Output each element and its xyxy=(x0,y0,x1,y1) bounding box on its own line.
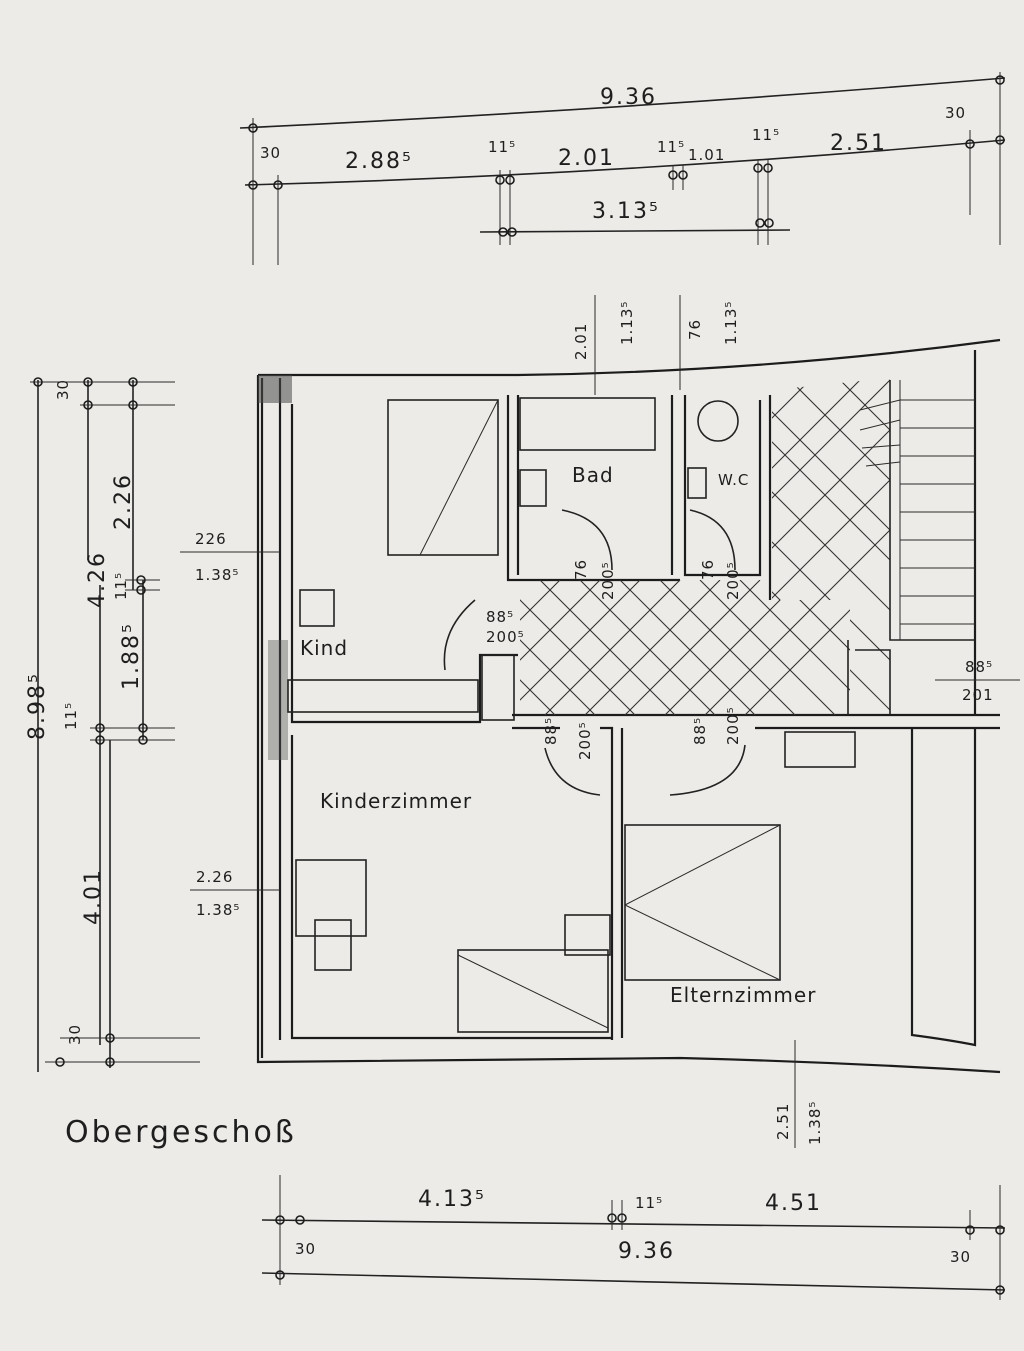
building-walls xyxy=(256,338,1001,1074)
bottom-segment-1-dimension: 4.13⁵ xyxy=(418,1187,486,1212)
kind-window-height: 1.38⁵ xyxy=(195,566,239,584)
door-bad-width: 76 xyxy=(572,559,590,580)
floor-title: Obergeschoß xyxy=(65,1115,297,1150)
room-label-bad: Bad xyxy=(572,463,614,487)
stair-window-width: 88⁵ xyxy=(965,658,993,676)
left-upper-a-dimension: 2.26 xyxy=(111,473,136,530)
room-label-wc: W.C xyxy=(718,471,749,489)
left-total-dimension: 8.98⁵ xyxy=(25,672,50,740)
bottom-right-end-dimension: 30 xyxy=(950,1248,971,1266)
door-elternzimmer-width: 88⁵ xyxy=(691,717,709,745)
top-total-dimension: 9.36 xyxy=(600,85,657,110)
bottom-total-dimension: 9.36 xyxy=(618,1239,675,1264)
bad-window-height: 1.13⁵ xyxy=(618,301,636,345)
wc-window-width: 76 xyxy=(686,319,704,340)
top-segment-4-dimension: 2.51 xyxy=(830,131,887,156)
bad-window-width: 2.01 xyxy=(572,323,590,360)
elternzimmer-window-width: 2.51 xyxy=(774,1103,792,1140)
left-lower-dimension: 4.01 xyxy=(81,868,106,925)
door-kinderzimmer-height: 200⁵ xyxy=(576,721,594,760)
door-bad-height: 200⁵ xyxy=(599,561,617,600)
top-right-end-dimension: 30 xyxy=(945,104,966,122)
bottom-left-end-dimension: 30 xyxy=(295,1240,316,1258)
room-label-kind: Kind xyxy=(300,636,348,660)
door-swings xyxy=(443,509,746,796)
stair-window-height: 201 xyxy=(962,686,994,704)
top-sub-dimension: 3.13⁵ xyxy=(592,199,660,224)
staircase xyxy=(847,380,975,715)
door-elternzimmer-height: 200⁵ xyxy=(724,706,742,745)
door-wc-height: 200⁵ xyxy=(724,561,742,600)
wc-window-height: 1.13⁵ xyxy=(722,301,740,345)
top-wall-1-dimension: 11⁵ xyxy=(488,138,516,156)
door-kind-width: 88⁵ xyxy=(486,608,514,626)
opening-labels: 2.01 1.13⁵ 76 1.13⁵ 226 1.38⁵ 2.26 1.38⁵… xyxy=(180,295,1020,1148)
room-label-kinderzimmer: Kinderzimmer xyxy=(320,789,472,813)
door-kind-height: 200⁵ xyxy=(486,628,525,646)
left-bottom-end-dimension: 30 xyxy=(66,1024,84,1045)
bottom-dimension-chains: 4.13⁵ 11⁵ 4.51 9.36 30 30 xyxy=(261,1175,1006,1300)
door-kinderzimmer-width: 88⁵ xyxy=(542,717,560,745)
top-segment-2-dimension: 2.01 xyxy=(558,146,615,171)
kinderzimmer-window-width: 2.26 xyxy=(196,868,233,886)
left-upper-dimension: 4.26 xyxy=(85,551,110,608)
top-dimension-chains: 9.36 30 30 2.88⁵ 11⁵ 2.01 11⁵ 1.01 11⁵ 2… xyxy=(239,72,1006,265)
top-segment-3-dimension: 1.01 xyxy=(688,146,725,164)
left-top-end-dimension: 30 xyxy=(54,379,72,400)
bottom-wall-dimension: 11⁵ xyxy=(635,1194,663,1212)
bottom-segment-2-dimension: 4.51 xyxy=(765,1191,822,1216)
left-upper-b-dimension: 1.88⁵ xyxy=(119,622,144,690)
top-wall-2-dimension: 11⁵ xyxy=(657,138,685,156)
left-dimension-chains: 8.98⁵ 30 4.26 2.26 11⁵ 1.88⁵ 11⁵ 4.01 30 xyxy=(25,377,200,1072)
left-wall-b-dimension: 11⁵ xyxy=(62,702,80,730)
hall-hatching xyxy=(520,580,850,715)
top-segment-1-dimension: 2.88⁵ xyxy=(345,149,413,174)
kinderzimmer-window-height: 1.38⁵ xyxy=(196,901,240,919)
kind-window-width: 226 xyxy=(195,530,227,548)
room-labels: Bad W.C Kind Kinderzimmer Elternzimmer xyxy=(300,463,816,1007)
stair-hatching xyxy=(772,378,890,715)
top-wall-3-dimension: 11⁵ xyxy=(752,126,780,144)
elternzimmer-window-height: 1.38⁵ xyxy=(806,1101,824,1145)
room-label-elternzimmer: Elternzimmer xyxy=(670,983,816,1007)
door-wc-width: 76 xyxy=(699,559,717,580)
left-wall-a-dimension: 11⁵ xyxy=(112,572,130,600)
top-left-end-dimension: 30 xyxy=(260,144,281,162)
